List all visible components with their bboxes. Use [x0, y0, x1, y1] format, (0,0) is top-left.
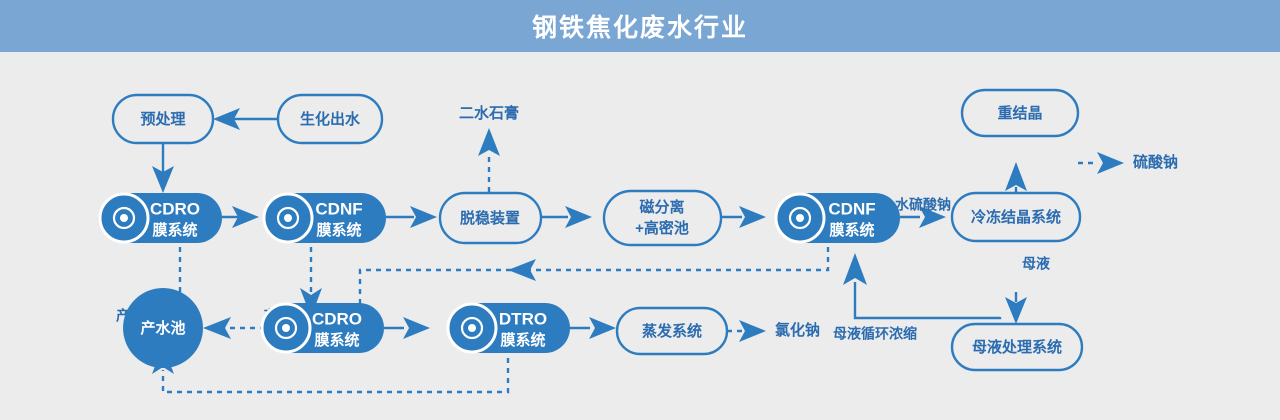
output-label-sodium-chloride: 氯化钠: [775, 321, 820, 339]
node-cdnf-1[interactable]: CDNF 膜系统: [262, 192, 386, 244]
edge-label-mother-liquor: 母液: [1022, 256, 1051, 272]
node-label-dtro-acronym: DTRO: [499, 309, 547, 328]
node-label-cdnf-1-acronym: CDNF: [315, 199, 362, 218]
node-label-product-pool: 产水池: [140, 319, 185, 337]
node-label-recrystallize: 重结晶: [997, 104, 1042, 122]
node-label-cdro-1-sub: 膜系统: [152, 221, 197, 239]
edge-cdnf1-to-destabilizer: [386, 206, 437, 228]
edge-pretreatment-to-cdro1: [152, 144, 174, 193]
edge-destabilizer-to-gypsum: [478, 128, 500, 192]
edge-cdnf2-to-freeze-cryst: [900, 206, 946, 228]
node-label-magsep-top: 磁分离: [639, 198, 684, 216]
node-label-pretreatment: 预处理: [140, 110, 185, 128]
membrane-icon: [98, 192, 150, 244]
edge-bio-effluent-to-pretreatment: [213, 108, 278, 130]
node-label-cdro-2-sub: 膜系统: [314, 331, 359, 349]
node-label-magsep-bottom: +高密池: [635, 219, 689, 237]
edge-mother-liquor-recycle: [843, 253, 1002, 320]
node-label-cdro-1-acronym: CDRO: [150, 199, 200, 218]
node-magsep[interactable]: 磁分离 +高密池: [602, 189, 723, 247]
node-destabilizer[interactable]: 脱稳装置: [438, 191, 543, 245]
membrane-icon: [774, 192, 826, 244]
node-label-mother-liquor-treat: 母液处理系统: [972, 338, 1062, 356]
edge-label-mother-liquor-recycle: 母液循环浓缩: [833, 326, 917, 342]
edge-destabilizer-to-magsep: [541, 206, 592, 228]
edge-cdro1-to-cdnf1: [222, 206, 259, 228]
membrane-icon: [262, 192, 314, 244]
node-label-destabilizer: 脱稳装置: [460, 209, 520, 227]
node-label-dtro-sub: 膜系统: [500, 331, 545, 349]
node-label-bio-effluent: 生化出水: [300, 110, 361, 128]
node-label-freeze-cryst: 冷冻结晶系统: [971, 208, 1061, 226]
node-label-evaporation: 蒸发系统: [642, 322, 702, 340]
node-product-pool[interactable]: 产水池: [123, 288, 203, 368]
node-dtro[interactable]: DTRO 膜系统: [446, 302, 570, 354]
edge-evaporation-to-sodium-chloride: [727, 320, 766, 342]
edge-cdnf2-to-cdro2: [358, 247, 830, 318]
diagram-canvas: 十水硫酸钠（芒硝） 母液 母液循环浓缩 产水: [0, 52, 1280, 420]
node-bio-effluent[interactable]: 生化出水: [276, 93, 384, 145]
page-header: 钢铁焦化废水行业: [0, 0, 1280, 52]
edge-dtro-to-evaporation: [570, 317, 616, 339]
node-cdro-1[interactable]: CDRO 膜系统: [98, 192, 222, 244]
node-label-cdnf-2-sub: 膜系统: [829, 221, 874, 239]
node-freeze-cryst[interactable]: 冷冻结晶系统: [950, 191, 1082, 243]
output-label-gypsum: 二水石膏: [459, 104, 519, 122]
edge-cdro2-to-product-pool: [203, 317, 265, 339]
edge-recrystallize-to-sodium-sulfate: [1078, 152, 1124, 174]
edge-cdnf1-to-cdro2: [300, 247, 322, 317]
node-cdnf-2[interactable]: CDNF 膜系统: [774, 192, 900, 244]
node-label-cdnf-1-sub: 膜系统: [316, 221, 361, 239]
node-label-cdnf-2-acronym: CDNF: [828, 199, 875, 218]
edge-magsep-to-cdnf2: [721, 206, 766, 228]
page-title: 钢铁焦化废水行业: [531, 14, 748, 42]
node-recrystallize[interactable]: 重结晶: [960, 88, 1080, 138]
membrane-icon: [446, 302, 498, 354]
node-mother-liquor-treat[interactable]: 母液处理系统: [950, 322, 1084, 372]
edge-cdro2-to-dtro: [384, 317, 430, 339]
node-label-cdro-2-acronym: CDRO: [312, 309, 362, 328]
output-label-sodium-sulfate: 硫酸钠: [1133, 153, 1178, 171]
node-pretreatment[interactable]: 预处理: [111, 93, 215, 145]
node-evaporation[interactable]: 蒸发系统: [615, 306, 729, 356]
membrane-icon: [260, 302, 312, 354]
node-cdro-2[interactable]: CDRO 膜系统: [260, 302, 384, 354]
edge-freeze-cryst-to-mother-liquor-treat: [1005, 292, 1027, 324]
